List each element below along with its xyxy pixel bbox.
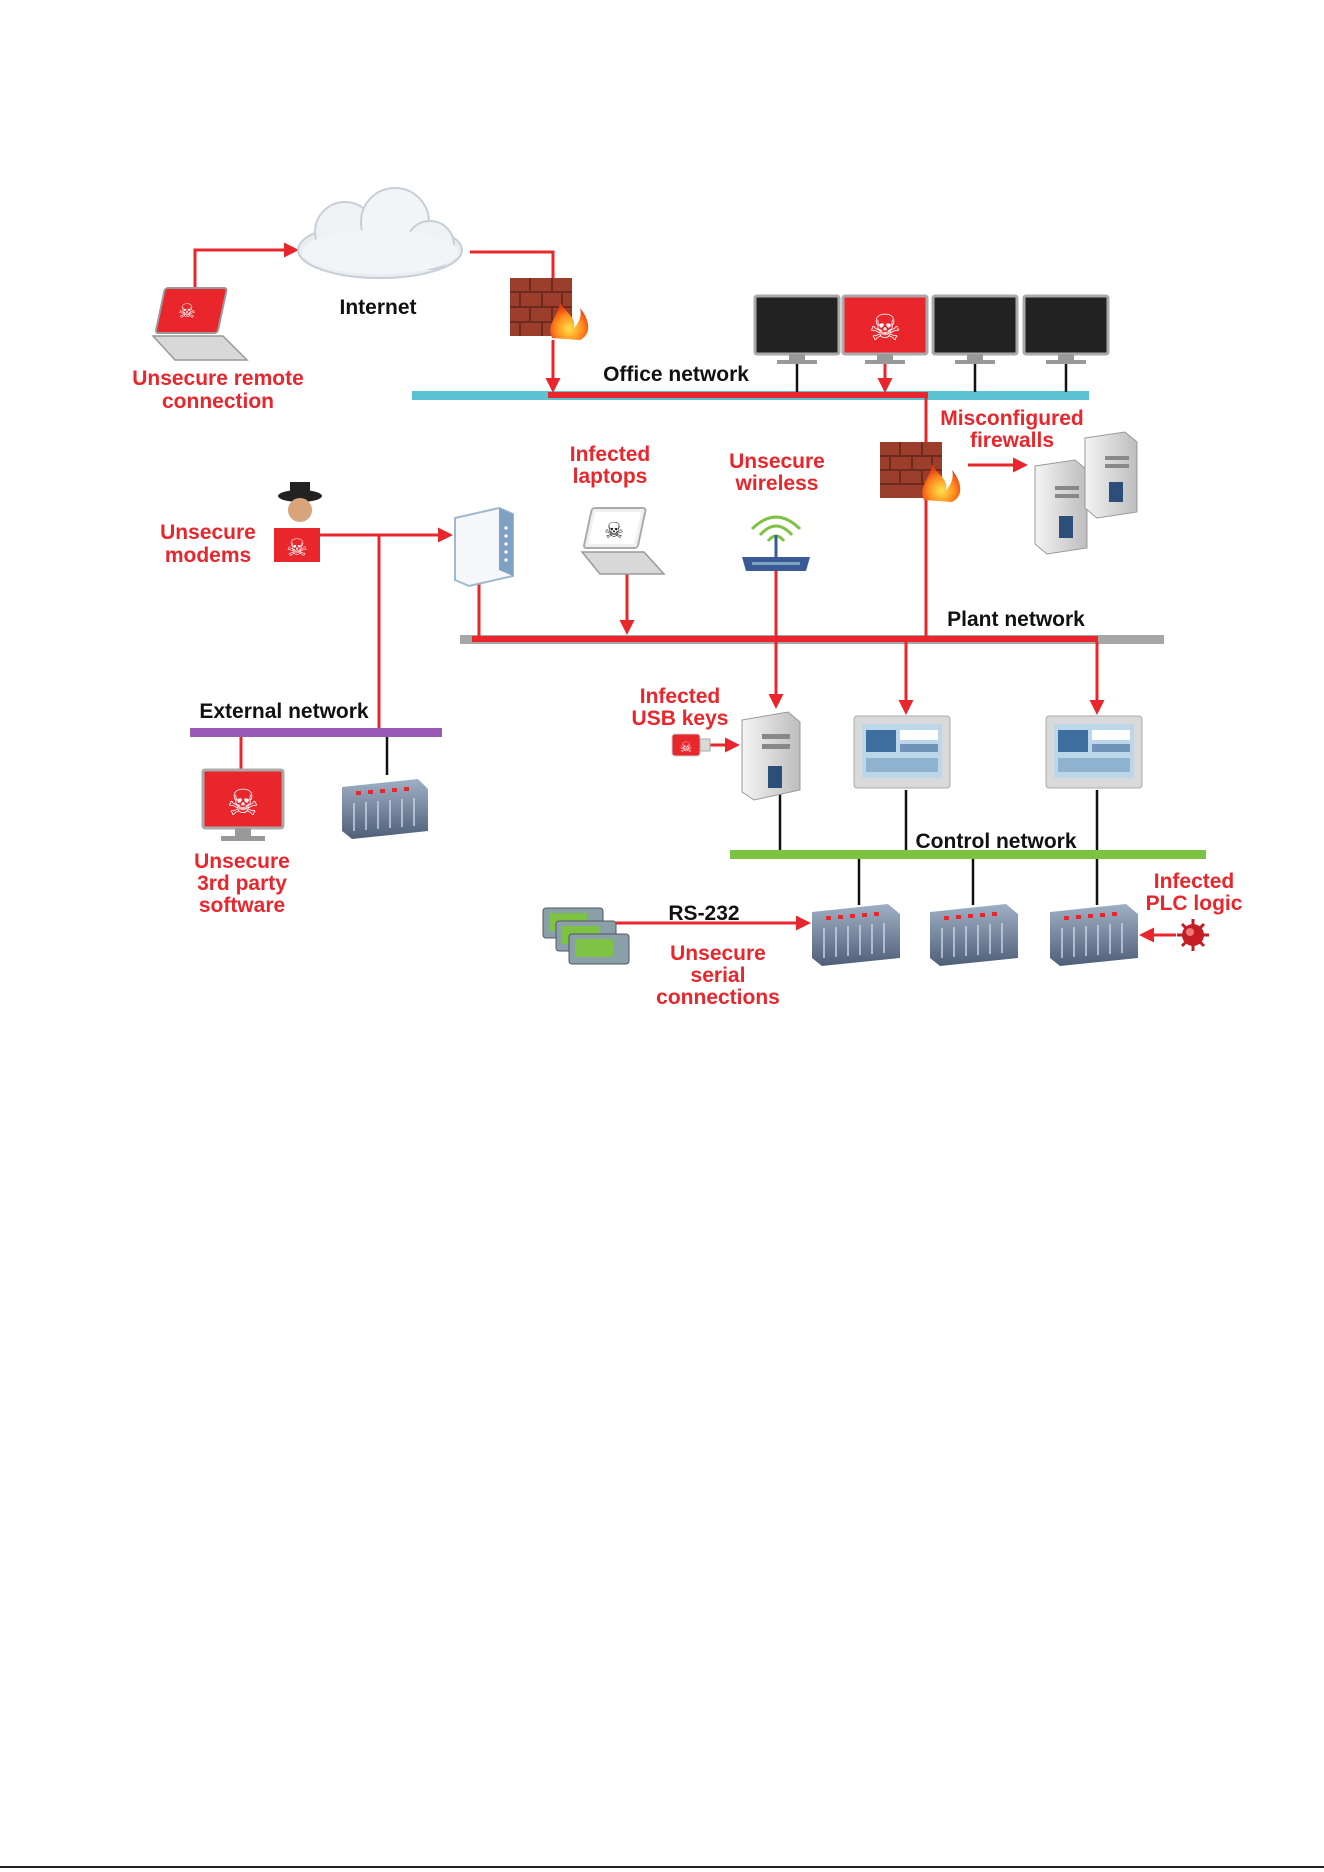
external-network-bus (190, 728, 442, 737)
page-footer-rule (0, 1866, 1324, 1868)
plc-external-icon (342, 779, 428, 839)
unsecure-remote-connection-label: connection (162, 390, 274, 413)
infected-laptops-label: Infected (570, 443, 651, 466)
unsecure-modems-label: Unsecure (160, 521, 256, 544)
misconfigured-firewalls-label: firewalls (970, 429, 1054, 452)
unsecure-remote-connection-label: Unsecure remote (132, 367, 304, 390)
cloud-icon (298, 188, 462, 278)
plc-control-3-icon (1050, 904, 1138, 966)
network-switch-icon (455, 508, 513, 586)
internet-label: Internet (339, 296, 416, 319)
plant-pc-tower-icon (742, 712, 800, 800)
office-monitor-1-icon (755, 296, 839, 364)
serial-device-icon (569, 934, 629, 964)
office-monitor-3-icon (933, 296, 1017, 364)
unsecure-modems-label: modems (165, 544, 251, 567)
unsecure-3rd-party-software-label: software (199, 894, 285, 917)
control-network-label: Control network (916, 830, 1077, 853)
virus-icon (1177, 919, 1209, 951)
usb-key-icon: ☠ (672, 734, 710, 756)
unsecure-3rd-party-software-label: 3rd party (197, 872, 287, 895)
infected-office-monitor-icon: ☠ (843, 296, 927, 364)
infected-laptops-label: laptops (573, 465, 648, 488)
hacker-icon: ☠ (274, 482, 322, 562)
infected-usb-keys-label: USB keys (632, 707, 729, 730)
hmi-panel-icon (854, 716, 950, 788)
misconfigured-firewall-icon (880, 442, 960, 502)
external-network-label: External network (199, 700, 369, 723)
infected-laptop-icon: ☠ (153, 288, 247, 360)
office-monitor-4-icon (1024, 296, 1108, 364)
plc-control-1-icon (812, 904, 900, 966)
unsecure-serial-connections-label: connections (656, 986, 780, 1009)
svg-text:☠: ☠ (604, 518, 624, 543)
svg-text:☠: ☠ (227, 782, 259, 823)
server-tower-icon (1035, 460, 1087, 554)
wireless-router-icon (742, 517, 810, 571)
infected-usb-keys-label: Infected (640, 685, 721, 708)
misconfigured-firewalls-label: Misconfigured (940, 407, 1084, 430)
infected-laptop-icon: ☠ (582, 508, 664, 574)
office-network-label: Office network (603, 363, 749, 386)
third-party-software-monitor-icon: ☠ (203, 770, 283, 841)
rs232-label: RS-232 (668, 902, 739, 925)
plc-control-2-icon (930, 904, 1018, 966)
unsecure-serial-connections-label: serial (691, 964, 746, 987)
plant-network-infected-segment (472, 636, 1098, 642)
hmi-panel-icon (1046, 716, 1142, 788)
svg-text:☠: ☠ (286, 535, 308, 562)
unsecure-wireless-label: Unsecure (729, 450, 825, 473)
unsecure-3rd-party-software-label: Unsecure (194, 850, 290, 873)
server-tower-icon (1085, 432, 1137, 518)
office-network-infected-segment (548, 392, 928, 398)
plant-network-label: Plant network (947, 608, 1085, 631)
svg-text:☠: ☠ (178, 301, 196, 323)
unsecure-serial-connections-label: Unsecure (670, 942, 766, 965)
unsecure-wireless-label: wireless (735, 472, 819, 495)
infected-plc-logic-label: Infected (1154, 870, 1235, 893)
infected-plc-logic-label: PLC logic (1146, 892, 1243, 915)
svg-text:☠: ☠ (869, 307, 901, 348)
firewall-icon (510, 278, 588, 340)
svg-text:☠: ☠ (680, 739, 693, 755)
